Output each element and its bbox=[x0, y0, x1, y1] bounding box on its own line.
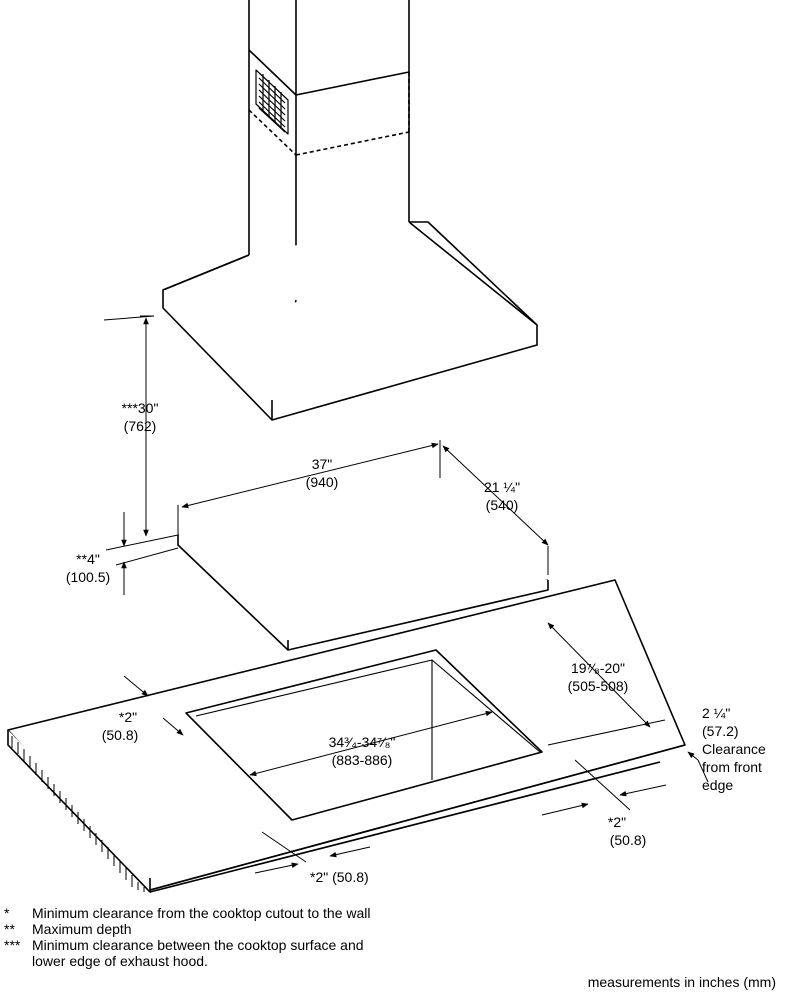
cutout-depth-label: 19⁷⁄₈-20" bbox=[571, 660, 625, 676]
vent-icon bbox=[255, 69, 289, 135]
hood-clearance-label: ***30" bbox=[122, 400, 159, 416]
depth-mm-label: (540) bbox=[486, 497, 519, 513]
footnote-3: ***Minimum clearance between the cooktop… bbox=[4, 937, 364, 953]
front-clearance-text-1: Clearance bbox=[702, 741, 766, 757]
cutout-width-label: 34³⁄₄-34⁷⁄₈" bbox=[329, 734, 396, 750]
side-clearance-mm-label: (50.8) bbox=[610, 832, 647, 848]
rear-clearance-label: *2" bbox=[119, 709, 137, 725]
countertop-edge-hatching bbox=[11, 736, 145, 892]
depth-label: 21 ¼" bbox=[484, 479, 520, 495]
width-mm-label: (940) bbox=[306, 474, 339, 490]
front-clearance-text-3: edge bbox=[702, 777, 733, 793]
units-note: measurements in inches (mm) bbox=[587, 974, 776, 990]
footnote-1: *Minimum clearance from the cooktop cuto… bbox=[4, 905, 371, 921]
cutout-width-mm-label: (883-886) bbox=[332, 752, 393, 768]
max-depth-label: **4" bbox=[76, 551, 100, 567]
hood-clearance-mm-label: (762) bbox=[124, 418, 157, 434]
front-clearance-mm-label: (57.2) bbox=[702, 723, 739, 739]
footnote-3-continued: lower edge of exhaust hood. bbox=[32, 953, 208, 969]
cutout-depth-mm-label: (505-508) bbox=[568, 678, 629, 694]
front-clearance-label: 2 ¼" bbox=[702, 705, 730, 721]
width-label: 37" bbox=[312, 456, 333, 472]
bottom-clearance-label: *2" (50.8) bbox=[310, 869, 369, 885]
rear-clearance-mm-label: (50.8) bbox=[102, 727, 139, 743]
front-clearance-text-2: from front bbox=[702, 759, 762, 775]
max-depth-mm-label: (100.5) bbox=[66, 569, 110, 585]
footnote-2: **Maximum depth bbox=[4, 921, 132, 937]
footnotes: *Minimum clearance from the cooktop cuto… bbox=[4, 905, 371, 969]
side-clearance-label: *2" bbox=[608, 814, 626, 830]
exhaust-hood bbox=[162, 0, 538, 421]
